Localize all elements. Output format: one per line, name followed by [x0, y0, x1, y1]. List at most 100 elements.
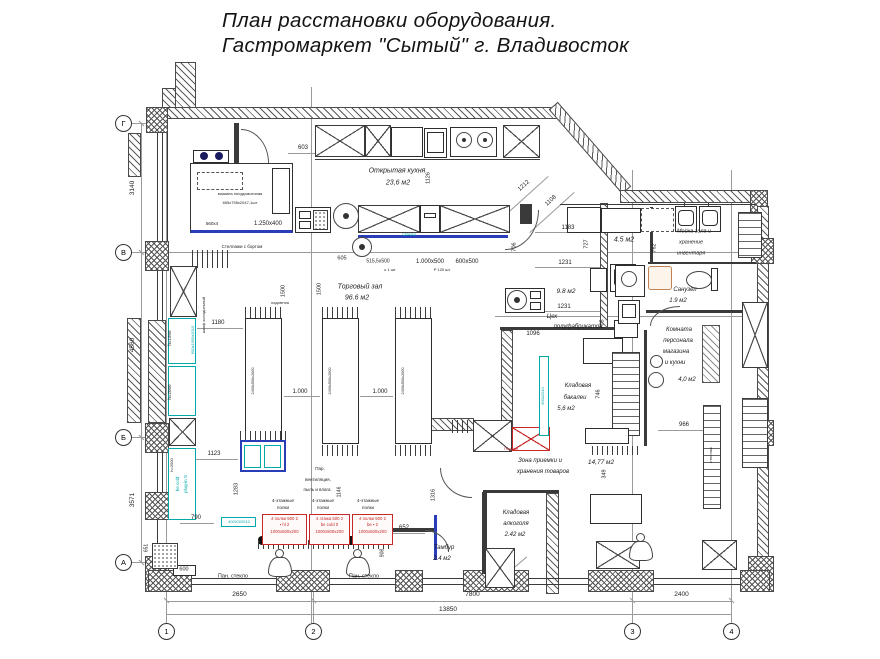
- line: [162, 453, 163, 492]
- axis-leader: [166, 592, 167, 623]
- note: 600х1950х2010: [190, 325, 195, 355]
- room-trading-hall: Торговый зал: [337, 283, 383, 291]
- front-counter: [358, 205, 420, 233]
- front-counter: [440, 205, 510, 233]
- note: 655х755х2047-1шт: [222, 200, 258, 205]
- gondola-rack: [322, 318, 359, 444]
- dim: 1212: [517, 179, 531, 193]
- note: 600х500: [455, 259, 479, 265]
- comb: [452, 420, 472, 433]
- note: plug-in S: [182, 475, 188, 493]
- table: [601, 208, 641, 233]
- note: 2400х500х2000: [251, 367, 256, 395]
- note: h=2000: [169, 458, 174, 472]
- dim: 1126: [425, 172, 432, 184]
- wall-bottom-5: [588, 570, 654, 592]
- axis-line-4: [731, 170, 732, 623]
- shelf-rack: [742, 398, 768, 468]
- note: 1.000х500: [415, 259, 445, 265]
- rect: [424, 213, 436, 218]
- room-washing-area: 4.5 м2: [613, 236, 635, 244]
- dim-line-bottom: [166, 601, 731, 602]
- note: машина посудомоечная: [217, 191, 263, 196]
- rect: [530, 302, 541, 310]
- dline: [360, 396, 393, 397]
- wall-storeroom: [501, 330, 513, 438]
- floor-mat: [485, 548, 515, 588]
- room-open-kitchen: Открытая кухня: [368, 167, 426, 175]
- dim-axis: 3140: [128, 180, 136, 195]
- axis-bubble-1: 1: [158, 623, 175, 640]
- note: Пар,: [315, 465, 325, 471]
- dim: 1146: [336, 486, 343, 498]
- dim-axis: 2650: [232, 590, 247, 598]
- room-grocery-store: Кладовая: [564, 383, 592, 389]
- note: стеллаж: [708, 447, 713, 463]
- wall-right: [757, 206, 769, 560]
- room-staff: Комната: [666, 327, 692, 333]
- note: 4-этажные: [357, 497, 379, 503]
- room-open-kitchen-area: 23,6 м2: [385, 179, 411, 187]
- dot: [215, 152, 223, 160]
- rect: [299, 211, 311, 219]
- pallet: [473, 420, 512, 452]
- label: бакалеи: [563, 395, 587, 401]
- dim: 790: [190, 515, 202, 521]
- fridge-tall: [539, 356, 549, 436]
- fridge-unit: [168, 318, 196, 364]
- axis-leader: [131, 562, 148, 563]
- equip-label-teal: [221, 517, 256, 527]
- note: полки: [317, 504, 329, 510]
- room-alcohol-area: 2.42 м2: [504, 532, 526, 538]
- partition: [644, 330, 647, 446]
- dim: 1096: [526, 331, 540, 337]
- note: 2400х500х2000: [401, 367, 406, 395]
- wall-pier-left-1: [128, 133, 141, 177]
- wall-pilaster-left-2: [145, 423, 169, 453]
- axis-bubble-Г: Г: [115, 115, 132, 132]
- line: [483, 490, 559, 493]
- toilet-bowl: [686, 271, 712, 289]
- dim: 908: [379, 548, 386, 558]
- circle: [621, 271, 637, 287]
- person-icon: [346, 549, 370, 577]
- dim-axis: 3571: [128, 492, 136, 507]
- note: пыль и влага: [303, 486, 331, 492]
- note: 4-этажные: [312, 497, 334, 503]
- comb: [592, 446, 638, 455]
- dline: [535, 267, 607, 268]
- comb: [322, 307, 359, 318]
- axis-line-2: [311, 87, 312, 623]
- dline: [188, 459, 238, 460]
- axis-leader: [131, 123, 148, 124]
- floor-mat: [702, 540, 737, 570]
- note: 2400х500х2000: [328, 367, 333, 395]
- dim-line-left: [141, 123, 142, 562]
- room-wc-area: 1.9 м2: [669, 298, 687, 304]
- shower-tray: [648, 266, 672, 290]
- axis-bubble-4: 4: [723, 623, 740, 640]
- room-receiving-area: 14,77 м2: [587, 458, 615, 466]
- room-workshop-area: 9.8 м2: [556, 287, 576, 295]
- wall-diagonal: [548, 101, 632, 195]
- room-wc: Санузел: [673, 287, 697, 293]
- dline: [197, 328, 243, 329]
- line: [646, 310, 756, 313]
- dot: [462, 138, 466, 142]
- label-box-600: [173, 565, 196, 576]
- label: персонала: [663, 338, 693, 344]
- partition-prep: [234, 123, 239, 167]
- room-staff-area: 4,0 м2: [678, 377, 696, 383]
- dim: 1283: [233, 482, 240, 496]
- dim: 746: [595, 389, 602, 399]
- rect: [678, 210, 694, 226]
- dim-line-total: [166, 614, 731, 615]
- room-vestibule-area: 2.4 м2: [433, 556, 451, 562]
- note: 4-этажные: [272, 497, 294, 503]
- axis-leader: [731, 592, 732, 623]
- person-icon: [629, 533, 653, 561]
- toilet-tank: [711, 268, 718, 291]
- line: [157, 453, 158, 492]
- dim: 600: [179, 566, 189, 573]
